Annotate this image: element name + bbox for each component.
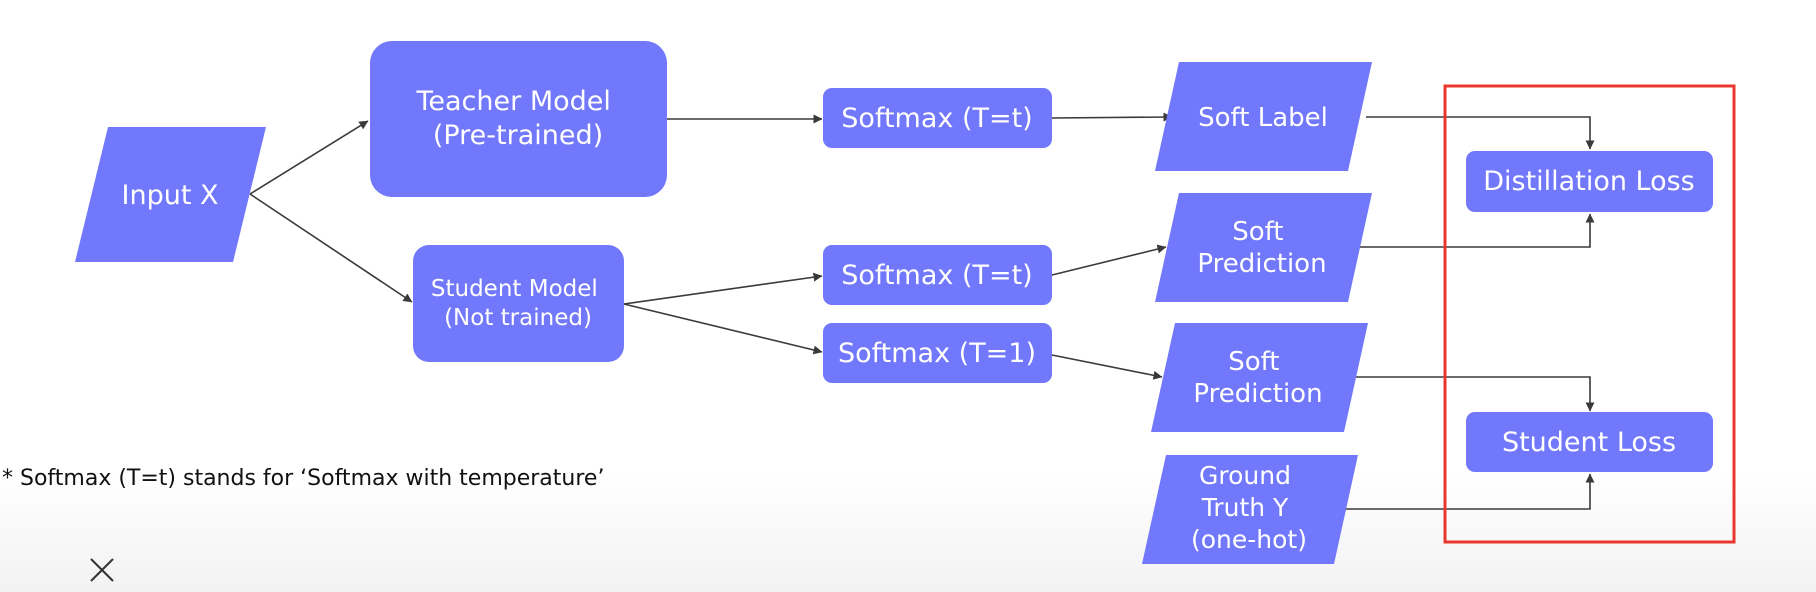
softmax-footnote: * Softmax (T=t) stands for ‘Softmax with… — [2, 466, 605, 491]
distillation-loss-node: Distillation Loss — [1466, 151, 1713, 212]
teacher-model-node: Teacher Model (Pre-trained) — [370, 41, 667, 197]
loss-highlight-box — [1443, 84, 1736, 544]
student-loss-label: Student Loss — [1502, 427, 1676, 458]
edge-input-to-teacher — [249, 120, 369, 195]
edge-student-to-softmax-1 — [623, 303, 823, 355]
distillation-loss-label: Distillation Loss — [1483, 166, 1695, 197]
edge-softmax-1-to-soft-prediction — [1051, 354, 1163, 380]
edge-ground-truth-to-student-loss — [1344, 473, 1595, 510]
softmax-student-t-node: Softmax (T=t) — [823, 245, 1052, 305]
edge-soft-prediction-to-distillation-loss — [1352, 213, 1595, 248]
softmax-student-1-node: Softmax (T=1) — [823, 323, 1052, 383]
soft-label-label: Soft Label — [1198, 103, 1328, 133]
softmax-student-1-label: Softmax (T=1) — [838, 338, 1036, 369]
edges — [249, 112, 1595, 510]
edge-softmax-to-soft-label — [1051, 112, 1173, 122]
input-x-node: Input X — [75, 127, 266, 262]
edge-student-to-softmax-t — [623, 272, 823, 305]
student-model-node: Student Model (Not trained) — [413, 245, 624, 362]
soft-prediction-t-label: Soft Prediction — [1197, 217, 1326, 279]
ground-truth-node: Ground Truth Y (one-hot) — [1142, 455, 1358, 564]
edge-softmax-t-to-soft-prediction — [1051, 244, 1167, 276]
soft-prediction-1-node: Soft Prediction — [1151, 323, 1368, 432]
input-x-label: Input X — [122, 180, 219, 211]
soft-prediction-1-label: Soft Prediction — [1193, 347, 1322, 409]
edge-soft-prediction-to-student-loss — [1352, 376, 1595, 412]
soft-label-node: Soft Label — [1155, 62, 1372, 171]
ground-truth-label: Ground Truth Y (one-hot) — [1191, 461, 1307, 554]
softmax-student-t-label: Softmax (T=t) — [841, 260, 1032, 291]
softmax-teacher-node: Softmax (T=t) — [823, 88, 1052, 148]
edge-input-to-student — [249, 193, 413, 303]
student-loss-node: Student Loss — [1466, 412, 1713, 472]
soft-prediction-t-node: Soft Prediction — [1155, 193, 1372, 302]
close-button[interactable] — [82, 554, 122, 586]
student-model-label: Student Model (Not trained) — [431, 276, 605, 331]
edge-soft-label-to-distillation-loss — [1366, 116, 1595, 150]
softmax-teacher-label: Softmax (T=t) — [841, 103, 1032, 134]
teacher-model-label: Teacher Model (Pre-trained) — [416, 86, 620, 151]
close-icon — [90, 558, 114, 582]
